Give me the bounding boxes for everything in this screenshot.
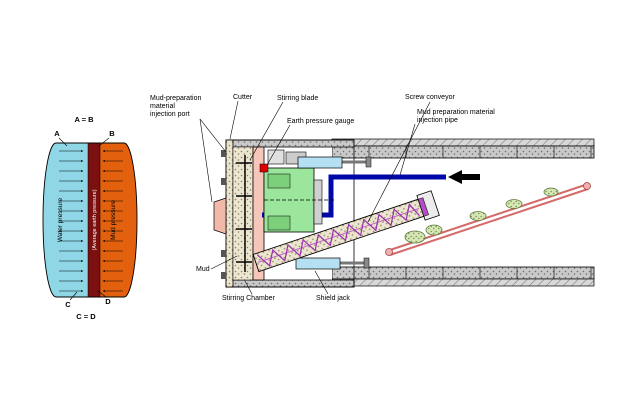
pressure-diagram: Water pressure (Average earth pressure) … [42, 115, 138, 321]
water-pressure-region [43, 143, 88, 297]
cutter-bit [221, 272, 226, 279]
leader-cutter [229, 100, 239, 140]
cutter-bit [221, 150, 226, 157]
corner-b-label: B [109, 129, 115, 138]
cutter-label: Cutter [233, 94, 253, 101]
mud-pressure-region [100, 143, 137, 297]
corner-d-label: D [105, 297, 111, 306]
screw-spiral [257, 203, 420, 267]
injection-pipe-label-2: injection pipe [417, 117, 458, 124]
belt-pulley-right [583, 182, 591, 190]
tunnel-lining-top [331, 145, 595, 159]
ground-hatch-bottom [331, 278, 595, 287]
leader-stirring-chamber [244, 280, 253, 295]
injection-pipe-label-1: Mud preparation material [417, 109, 495, 116]
shield-jack-top [297, 156, 343, 169]
jack-shoe-top [365, 156, 372, 168]
flow-direction-arrow [448, 170, 480, 184]
leader-injection-port-1 [199, 118, 227, 153]
tunnel-lining-bottom [331, 266, 595, 280]
cutter-bit [221, 250, 226, 257]
corner-tick-lines [58, 137, 110, 301]
earth-pressure-gauge [259, 163, 269, 173]
leader-earth-gauge [266, 124, 291, 166]
corner-c-label: C [65, 300, 71, 309]
avg-earth-pressure-label: (Average earth pressure) [92, 189, 98, 250]
water-pressure-label: Water pressure [57, 198, 64, 243]
cutter-bit [221, 178, 226, 185]
muck-lumps [404, 187, 559, 244]
stirring-chamber-label: Stirring Chamber [222, 295, 276, 302]
leader-injection-pipe [399, 123, 416, 176]
gearbox-detail [267, 173, 291, 189]
injection-port-label-1: Mud-preparation [150, 95, 201, 102]
leader-mud [210, 255, 238, 270]
injection-port [213, 197, 227, 235]
belt-pulley-left [385, 248, 393, 256]
injection-port-label-2: material [150, 103, 175, 110]
earth-pressure-gauge-label: Earth pressure gauge [287, 118, 354, 125]
screw-conveyor [252, 190, 440, 273]
stirring-chamber [232, 146, 254, 281]
capsule-outline [42, 142, 138, 298]
lining-joints-bottom [368, 267, 592, 279]
leader-shield-jack [314, 270, 329, 295]
mud-pressure-arrows [102, 150, 123, 292]
gearbox-detail [267, 215, 291, 231]
corner-a-label: A [54, 129, 60, 138]
injection-port-label-3: injection port [150, 111, 190, 118]
mud-label: Mud [196, 266, 210, 273]
screw-conveyor-label: Screw conveyor [405, 94, 455, 101]
machine-diagram: Mud-preparation material injection port … [150, 94, 595, 302]
mud-pressure-label: Mud pressure [110, 200, 117, 240]
leader-injection-port-2 [199, 118, 213, 203]
shield-skin-top [225, 139, 355, 148]
stirring-blade-label: Stirring blade [277, 95, 318, 102]
top-equality-label: A = B [74, 115, 94, 124]
stirring-blades [236, 155, 252, 272]
drive-motor [267, 149, 285, 165]
shield-jack-label: Shield jack [316, 295, 350, 302]
cutter-face [225, 139, 234, 288]
lining-joints-top [368, 146, 592, 158]
screw-discharge-gate [417, 197, 429, 217]
ground-hatch-top [331, 138, 595, 147]
bottom-equality-label: C = D [76, 312, 96, 321]
bearing-block [313, 179, 323, 225]
jack-shoe-bottom [363, 257, 370, 269]
leader-screw-conveyor [367, 101, 431, 223]
leader-stirring-blade [249, 101, 284, 161]
shield-jack-bottom [295, 257, 341, 270]
water-pressure-arrows [59, 150, 84, 292]
avg-earth-pressure-strip [88, 143, 100, 297]
